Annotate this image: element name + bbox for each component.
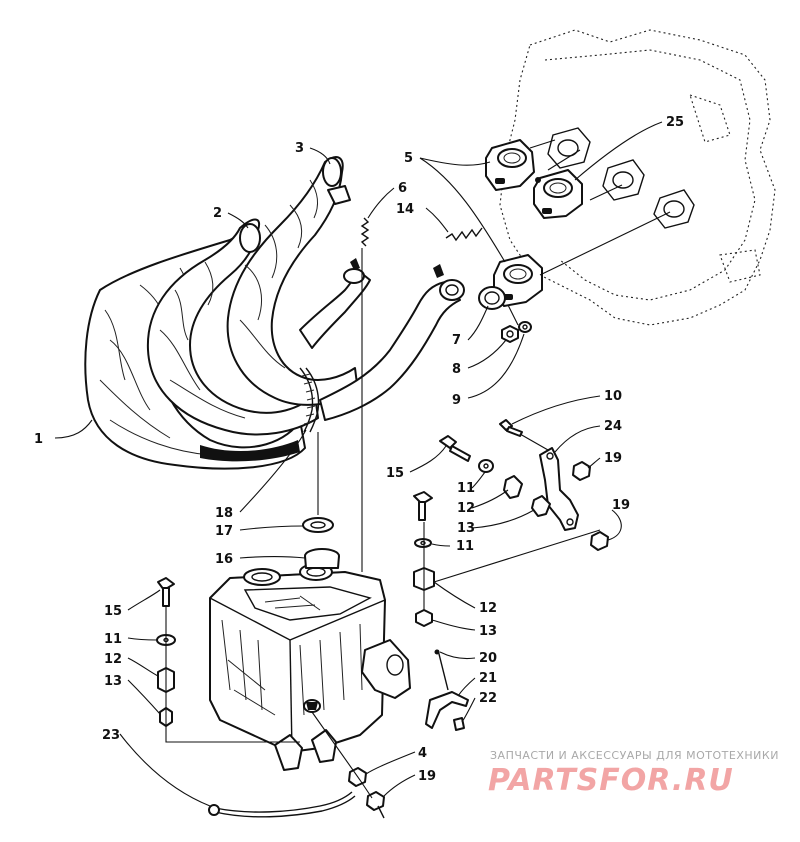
bolt-10-axis	[519, 433, 549, 451]
spacer-12-upper	[503, 475, 523, 499]
callout-11b: 11	[456, 539, 474, 554]
sleeve-16	[304, 548, 340, 569]
bolt-15-left	[157, 577, 175, 607]
callout-13c: 13	[104, 674, 122, 689]
bolt-10	[499, 419, 523, 437]
watermark-tagline: ЗАПЧАСТИ И АКСЕССУАРЫ ДЛЯ МОТОТЕХНИКИ	[490, 749, 779, 762]
callout-11a: 11	[457, 481, 475, 496]
bolt-15-upper	[439, 435, 471, 462]
callout-16: 16	[215, 552, 233, 567]
callout-5: 5	[404, 151, 413, 166]
callout-21: 21	[479, 671, 497, 686]
exhaust-port-middle	[602, 159, 645, 201]
flange-washer	[518, 321, 532, 333]
clip-bracket-21	[425, 691, 469, 731]
callout-11c: 11	[104, 632, 122, 647]
spring-14	[445, 227, 483, 242]
callout-19c: 19	[418, 769, 436, 784]
stud-lines	[507, 149, 671, 326]
exhaust-port-flanges	[547, 127, 695, 229]
exhaust-port-bottom	[653, 189, 695, 229]
nut-19-lower	[590, 531, 609, 551]
callout-15b: 15	[104, 604, 122, 619]
nut-19-upper	[572, 461, 591, 481]
engine-block-outline	[499, 29, 776, 326]
callout-20: 20	[479, 651, 497, 666]
assembly-center-lines	[317, 248, 363, 572]
exhaust-port-top	[547, 127, 591, 169]
muffler-assembly	[209, 563, 411, 771]
gasket-ring	[478, 286, 506, 310]
bushing-13-upper	[531, 495, 551, 517]
callout-10: 10	[604, 389, 622, 404]
callout-24: 24	[604, 419, 622, 434]
spring-6	[360, 217, 370, 247]
expansion-chamber-right	[226, 156, 359, 406]
header-pipe-front	[319, 264, 465, 421]
flange-nut	[501, 325, 519, 343]
watermark: ЗАПЧАСТИ И АКСЕССУАРЫ ДЛЯ МОТОТЕХНИКИ PA…	[488, 749, 779, 798]
callout-14: 14	[396, 202, 414, 217]
callout-12c: 12	[104, 652, 122, 667]
callout-labels: 1 2 3 4 5 6 7 8 9 10 11 11 11 12 12 12 1…	[34, 115, 684, 784]
watermark-logo: PARTSFOR.RU	[488, 763, 734, 798]
callout-15a: 15	[386, 466, 404, 481]
exhaust-socket-upper	[485, 139, 556, 191]
pin-20	[434, 649, 449, 691]
callout-1: 1	[34, 432, 43, 447]
callout-8: 8	[452, 362, 461, 377]
callout-17: 17	[215, 524, 233, 539]
callout-25: 25	[666, 115, 684, 130]
washer-11-upper	[478, 459, 494, 473]
washer-11-center	[414, 538, 432, 548]
callout-19b: 19	[612, 498, 630, 513]
callout-22: 22	[479, 691, 497, 706]
header-pipe-rear	[299, 258, 371, 349]
callout-3: 3	[295, 141, 304, 156]
callout-13a: 13	[457, 521, 475, 536]
callout-9: 9	[452, 393, 461, 408]
callout-12b: 12	[479, 601, 497, 616]
callout-4: 4	[418, 746, 427, 761]
callout-2: 2	[213, 206, 222, 221]
grommet-17	[302, 517, 334, 533]
callout-12a: 12	[457, 501, 475, 516]
bolt-15-center	[413, 491, 433, 521]
left-hardware-axis	[165, 606, 300, 743]
expansion-chamber-middle	[146, 218, 319, 436]
tailpipe-hose	[299, 367, 320, 433]
exhaust-socket-middle	[533, 169, 583, 219]
bracket-24	[539, 447, 579, 531]
nut-19-bottom	[366, 791, 385, 819]
drain-axis	[311, 711, 373, 799]
exhaust-socket-lower	[493, 254, 543, 307]
safety-cable-23	[208, 791, 356, 818]
callout-7: 7	[452, 333, 461, 348]
callout-23: 23	[102, 728, 120, 743]
bushing-13-center	[415, 609, 433, 627]
callout-19a: 19	[604, 451, 622, 466]
bracket-link-line	[433, 529, 601, 583]
callout-18: 18	[215, 506, 233, 521]
callout-13b: 13	[479, 624, 497, 639]
leader-lines	[54, 121, 663, 807]
callout-6: 6	[398, 181, 407, 196]
